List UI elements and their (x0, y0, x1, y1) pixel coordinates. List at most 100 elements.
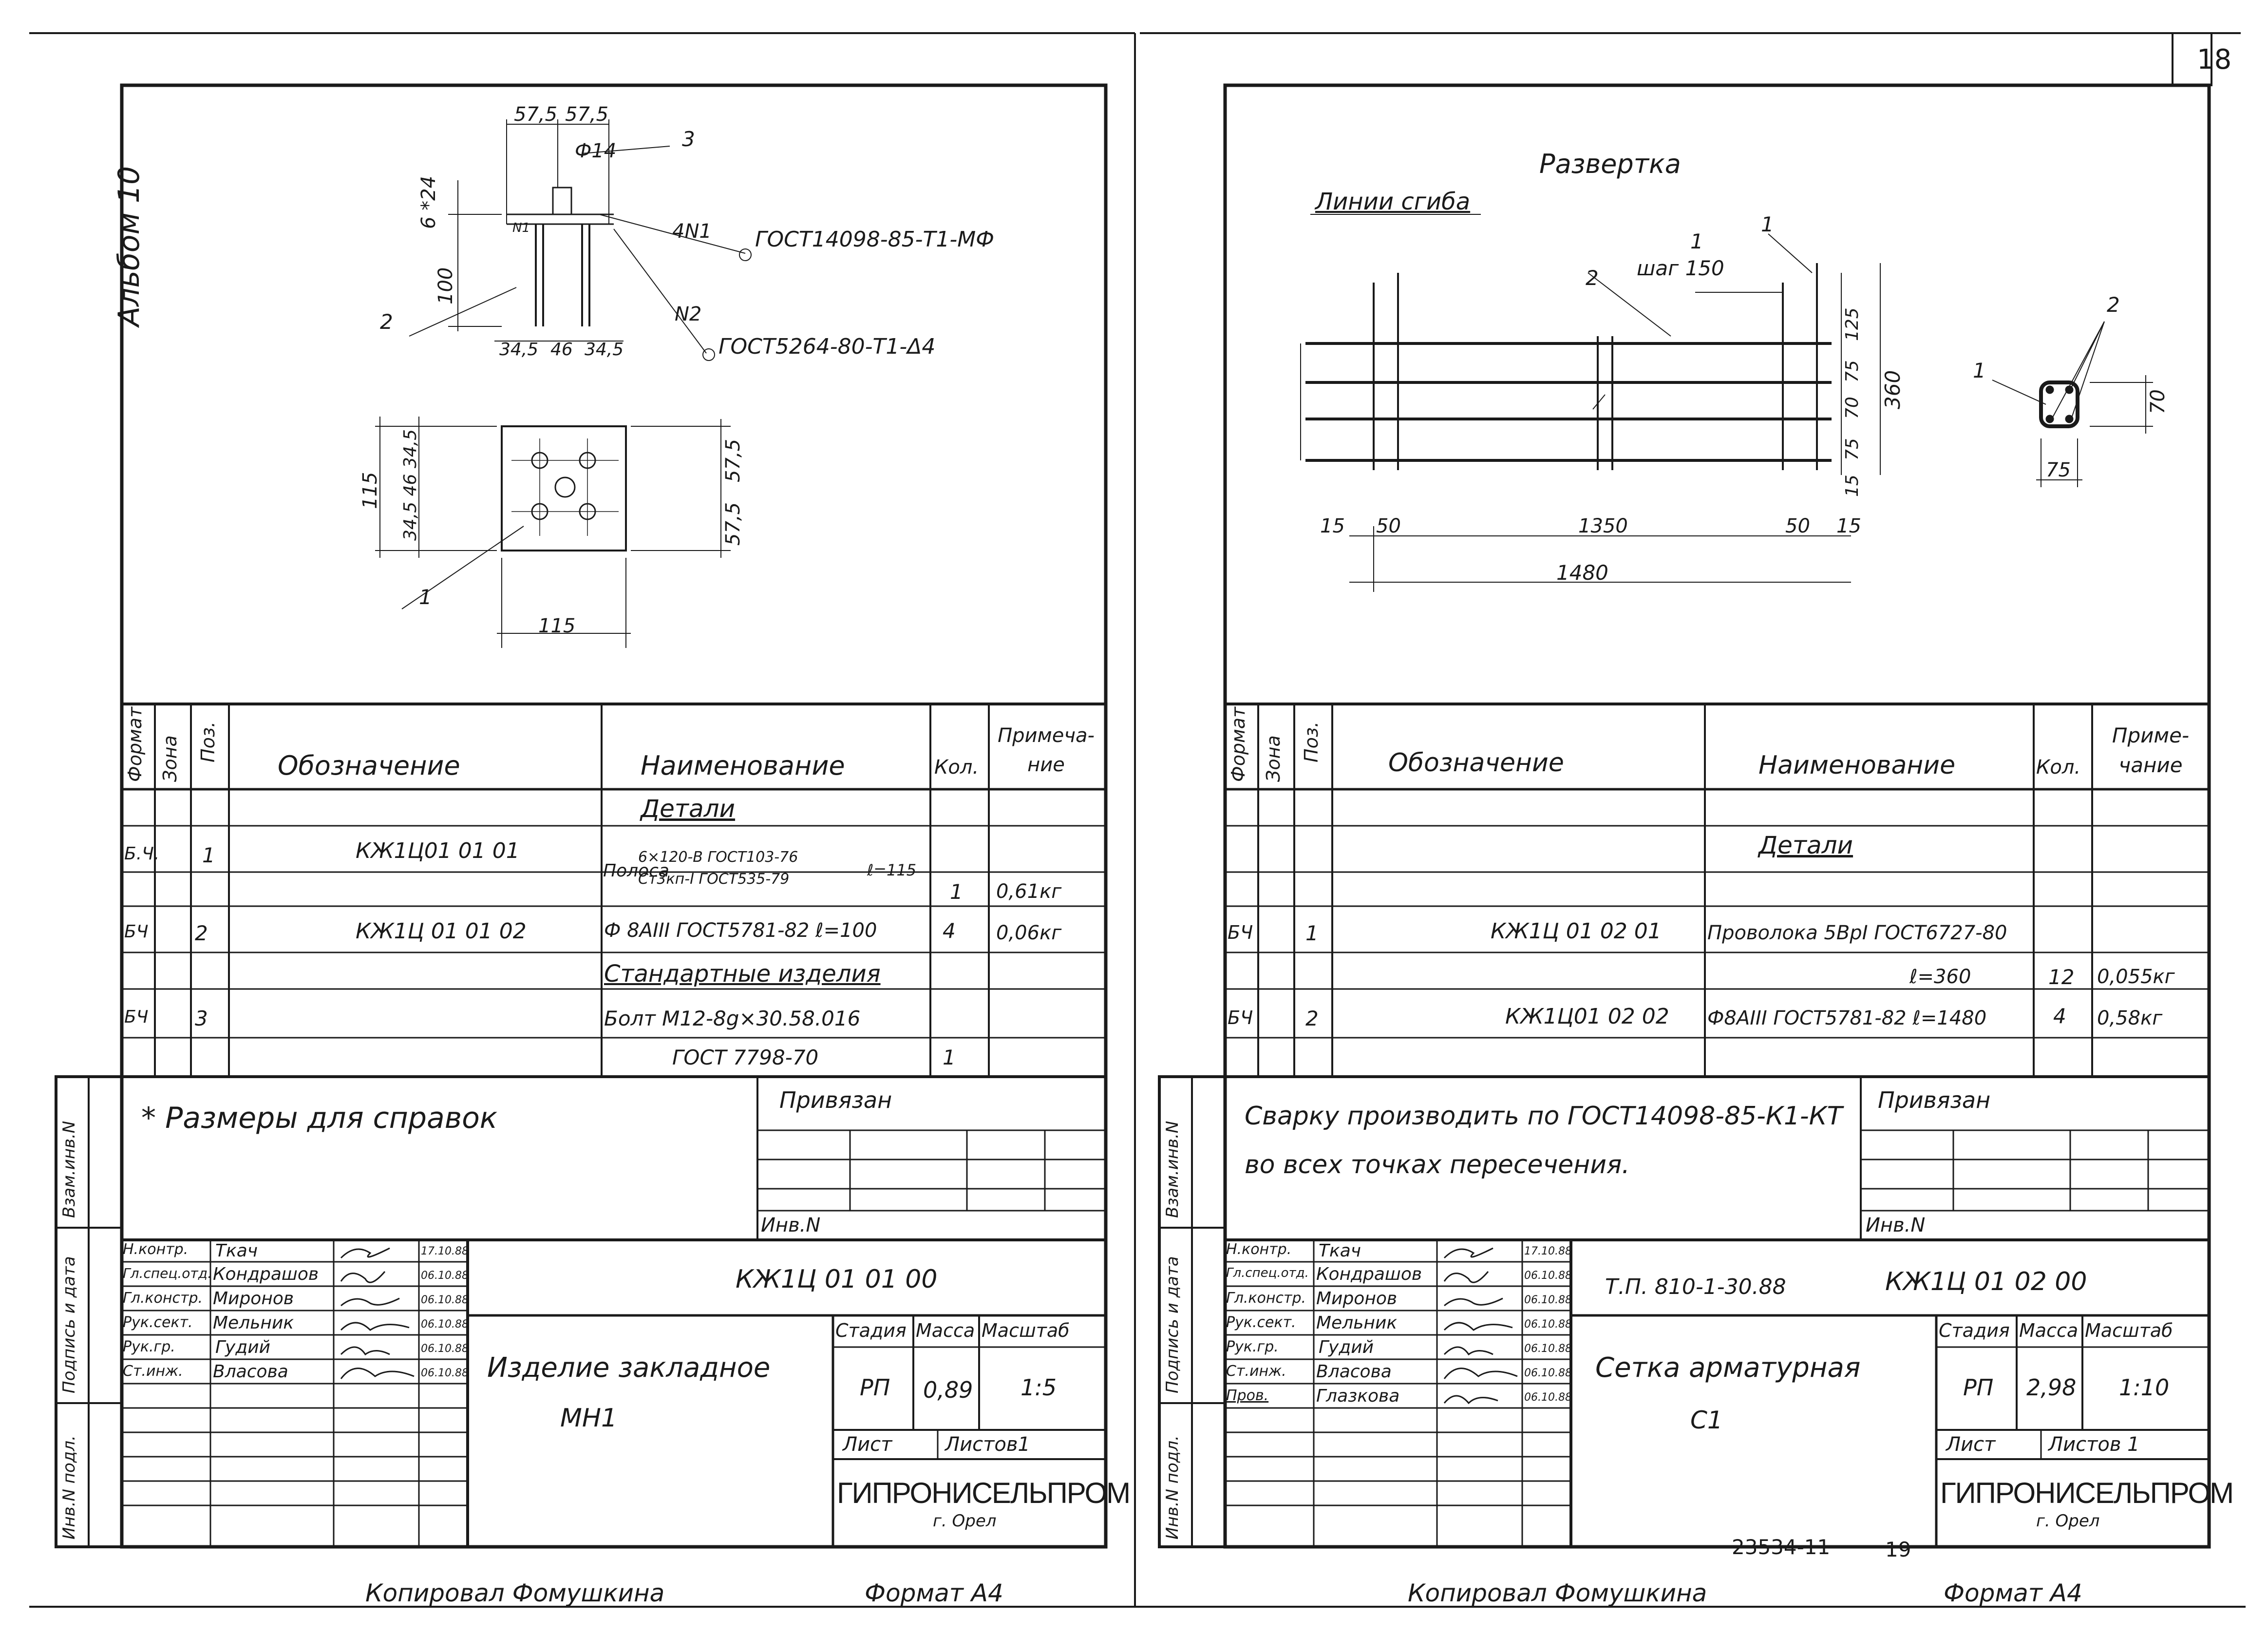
left-sheet-header: Лист (843, 1433, 892, 1456)
inv-n-label: Инв.N (761, 1214, 821, 1236)
dim-15-b: 15 (1836, 515, 1861, 537)
row2-format: БЧ (124, 922, 149, 942)
embedded-part-elevation (409, 119, 752, 361)
right-copied-by: Копировал Фомушкина (1408, 1579, 1707, 1607)
right-sheet-header: Лист (1946, 1433, 1996, 1456)
row3-pos: 3 (195, 1007, 208, 1030)
row1-qty: 12 (2048, 965, 2075, 989)
signer-name: Ткач (1319, 1241, 1361, 1261)
dim-57-5-b: 57,5 (565, 103, 609, 126)
signer-role: Пров. (1226, 1387, 1269, 1404)
dim-50-b: 50 (1785, 515, 1810, 537)
dim-1350: 1350 (1578, 515, 1628, 537)
weld-2-standard: ГОСТ5264-80-Т1-Δ4 (718, 334, 936, 359)
signer-name: Власова (213, 1362, 288, 1382)
privyazan-label: Привязан (1878, 1087, 1991, 1113)
right-organization: ГИПРОНИСЕЛЬПРОМ (1940, 1477, 2234, 1509)
signer-role: Рук.гр. (1226, 1338, 1279, 1355)
left-title-code: МН1 (560, 1404, 618, 1433)
row1-name: Проволока 5ВрI ГОСТ6727-80 (1707, 922, 2007, 944)
page-number: 18 (2197, 44, 2232, 76)
signer-role: Н.контр. (1226, 1241, 1292, 1258)
section-pos-2-label: 2 (2107, 293, 2120, 317)
signer-date: 06.10.88 (1524, 1391, 1572, 1404)
signer-role: Ст.инж. (1226, 1363, 1286, 1380)
dim-15-a: 15 (1320, 515, 1345, 537)
left-mass: 0,89 (923, 1377, 973, 1403)
signer-date: 06.10.88 (421, 1270, 469, 1282)
row2-name: Ф8АIII ГОСТ5781-82 ℓ=1480 (1707, 1007, 1987, 1029)
spec-section-details: Детали (641, 795, 736, 823)
row3-format: БЧ (124, 1007, 149, 1027)
row1-pos: 1 (1305, 921, 1319, 945)
row1-note: 0,61кг (996, 880, 1062, 903)
right-project-code: Т.П. 810-1-30.88 (1605, 1274, 1786, 1299)
signer-name: Гудий (215, 1337, 271, 1357)
weld-1-standard: ГОСТ14098-85-Т1-МФ (755, 227, 995, 252)
row3-name-std: ГОСТ 7798-70 (672, 1046, 819, 1069)
bend-lines-label: Линии сгиба (1315, 188, 1471, 215)
weld-1-mark: 4N1 (672, 220, 712, 243)
left-stage-header: Стадия (835, 1320, 907, 1341)
signer-date: 06.10.88 (421, 1318, 469, 1331)
signer-date: 06.10.88 (1524, 1270, 1572, 1282)
archive-page: 19 (1885, 1538, 1911, 1561)
archive-number: 23534-11 (1732, 1535, 1831, 1559)
row2-note: 0,06кг (996, 922, 1062, 944)
right-stage-header: Стадия (1939, 1320, 2010, 1341)
signer-name: Миронов (1316, 1289, 1398, 1309)
row2-format: БЧ (1228, 1007, 1253, 1028)
section-pos-1-label: 1 (1973, 359, 1986, 382)
row1-note: 0,055кг (2097, 966, 2175, 988)
privyazan-label: Привязан (779, 1087, 892, 1113)
spec-section-details: Детали (1758, 831, 1853, 859)
pos-2-mesh-label: 2 (1586, 266, 1599, 290)
left-stage: РП (860, 1374, 890, 1401)
weld-n1-mark: N1 (512, 221, 530, 235)
signer-role: Ст.инж. (123, 1363, 183, 1380)
signer-name: Ткач (215, 1241, 258, 1261)
row1-length: ℓ=115 (867, 861, 917, 879)
weld-2-mark: N2 (675, 303, 702, 325)
row2-qty: 4 (943, 919, 956, 943)
dim-50-a: 50 (1376, 515, 1401, 537)
left-format: Формат А4 (865, 1579, 1003, 1607)
spec-header-qty: Кол. (2036, 756, 2081, 779)
row1-pos: 1 (202, 843, 215, 867)
signer-date: 17.10.88 (421, 1245, 469, 1257)
row1-designation: КЖ1Ц01 01 01 (356, 838, 520, 863)
left-title: Изделие закладное (487, 1352, 771, 1384)
left-scale: 1:5 (1021, 1374, 1057, 1401)
signer-role: Рук.сект. (1226, 1314, 1296, 1331)
spec-section-standard: Стандартные изделия (604, 960, 881, 988)
row3-qty: 1 (943, 1046, 956, 1069)
welding-note-line1: Сварку производить по ГОСТ14098-85-К1-КТ (1245, 1102, 1843, 1131)
signer-role: Гл.констр. (1226, 1290, 1306, 1307)
development-title: Развертка (1539, 149, 1681, 179)
signer-role: Рук.сект. (123, 1314, 193, 1331)
row2-designation: КЖ1Ц01 02 02 (1505, 1004, 1669, 1029)
spec-header-note: Примеча-ние (998, 724, 1095, 776)
signer-role: Рук.гр. (123, 1338, 175, 1355)
right-city: г. Орел (2036, 1511, 2100, 1531)
signer-date: 06.10.88 (421, 1343, 469, 1355)
row2-name: Ф 8АIII ГОСТ5781-82 ℓ=100 (604, 919, 877, 942)
row1-format: БЧ (1228, 922, 1253, 943)
step-label: шаг 150 (1637, 256, 1724, 280)
spec-header-qty: Кол. (934, 756, 979, 779)
dim-57-5-a: 57,5 (514, 103, 558, 126)
welding-note-line2: во всех точках пересечения. (1245, 1150, 1630, 1179)
dim-34-5-a: 34,5 (499, 340, 539, 360)
row3-name: Болт М12-8g×30.58.016 (604, 1007, 861, 1030)
left-sheets-header: Листов1 (945, 1433, 1030, 1456)
row2-note: 0,58кг (2097, 1007, 2163, 1029)
dim-34-5-b: 34,5 (585, 340, 624, 360)
row1-length: ℓ=360 (1909, 966, 1971, 988)
spec-header-designation: Обозначение (1388, 748, 1564, 778)
right-title: Сетка арматурная (1595, 1352, 1861, 1384)
signer-name: Гудий (1319, 1337, 1374, 1357)
spec-header-name: Наименование (1758, 751, 1956, 780)
signer-date: 06.10.88 (1524, 1318, 1572, 1331)
row1-designation: КЖ1Ц 01 02 01 (1491, 919, 1662, 944)
